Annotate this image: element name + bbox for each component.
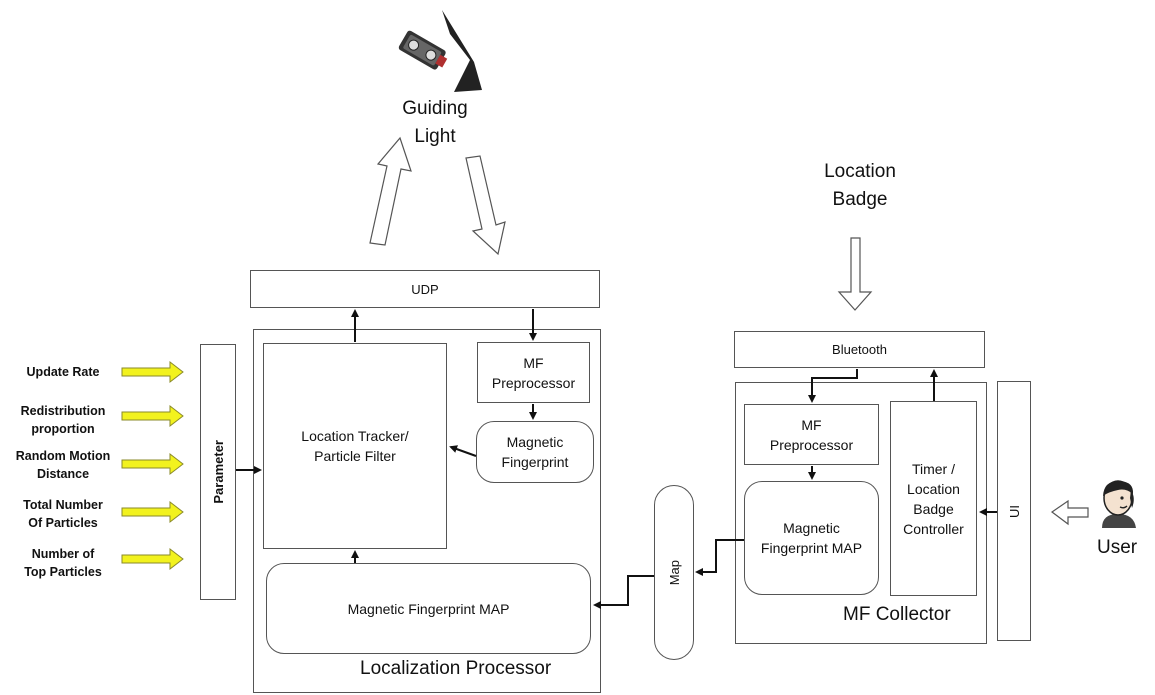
param-label-update-rate: Update Rate <box>26 365 100 379</box>
mf-map-box: Magnetic Fingerprint MAP <box>266 563 591 654</box>
user-icon <box>1094 476 1142 532</box>
param-label-random-motion: Random Motion Distance <box>15 449 111 481</box>
collector-mf-preprocessor-box: MF Preprocessor <box>744 404 879 465</box>
collector-mf-map-box: Magnetic Fingerprint MAP <box>744 481 879 595</box>
param-label-top-particles: Number of Top Particles <box>24 547 102 579</box>
magnetic-fingerprint-box: Magnetic Fingerprint <box>476 421 594 483</box>
location-badge-label: Location Badge <box>824 161 896 210</box>
ui-bar: UI <box>997 381 1031 641</box>
location-tracker-box: Location Tracker/ Particle Filter <box>263 343 447 549</box>
hollow-arrow-up <box>369 136 412 246</box>
mf-preprocessor-box: MF Preprocessor <box>477 342 590 403</box>
param-arrows <box>121 360 184 571</box>
bluetooth-bar: Bluetooth <box>734 331 985 368</box>
guiding-light-icon <box>392 10 492 102</box>
hollow-arrow-down <box>465 155 506 256</box>
mf-collector-title: MF Collector <box>843 604 951 625</box>
parameter-bar: Parameter <box>200 344 236 600</box>
user-label: User <box>1097 537 1138 558</box>
udp-bar: UDP <box>250 270 600 308</box>
timer-controller-box: Timer / Location Badge Controller <box>890 401 977 596</box>
param-label-redistribution: Redistribution proportion <box>20 404 106 436</box>
hollow-arrow-badge-down <box>837 237 873 311</box>
guiding-light-label: Guiding Light <box>402 98 468 147</box>
localization-processor-title: Localization Processor <box>360 658 552 679</box>
map-connector: Map <box>654 485 694 660</box>
hollow-arrow-user-left <box>1050 499 1089 526</box>
param-label-total-particles: Total Number Of Particles <box>23 498 103 530</box>
